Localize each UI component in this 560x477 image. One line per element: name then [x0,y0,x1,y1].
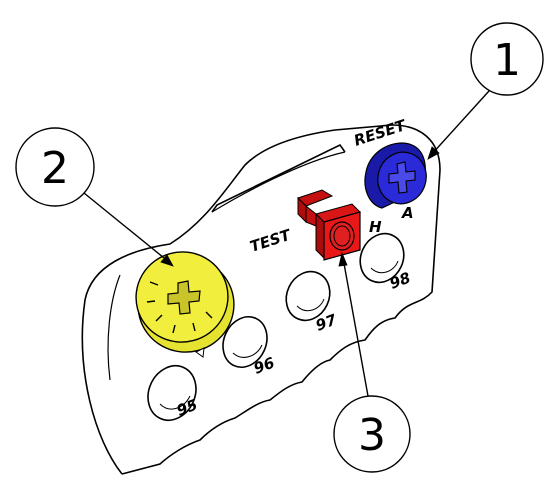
test-label: TEST [248,225,295,255]
test-button[interactable] [297,189,361,261]
setting-dial[interactable] [126,242,245,363]
callout-leader-2 [83,192,170,263]
terminal-hole-95[interactable] [139,358,204,428]
terminal-hole-97[interactable] [278,264,337,327]
callout-leader-3 [342,257,369,397]
mode-label-a: A [401,204,414,222]
terminal-hole-96[interactable] [215,310,275,375]
terminal-holes [139,226,411,428]
callout-2: 2 [15,127,174,267]
triangle-marker-icon [195,347,205,358]
dial-tick-marks [146,281,213,334]
callout-number-3: 3 [358,410,386,461]
callout-number-1: 1 [493,35,521,86]
terminal-hole-98[interactable] [352,226,411,289]
reset-button[interactable] [364,142,433,211]
callout-number-2: 2 [41,143,69,194]
callout-leader-1 [430,90,490,156]
mode-label-h: H [369,218,382,236]
callout-1: 1 [427,22,544,160]
cross-slot-icon [167,280,201,315]
cross-slot-icon [388,161,416,194]
relay-housing [81,124,441,475]
callout-3: 3 [333,251,411,473]
